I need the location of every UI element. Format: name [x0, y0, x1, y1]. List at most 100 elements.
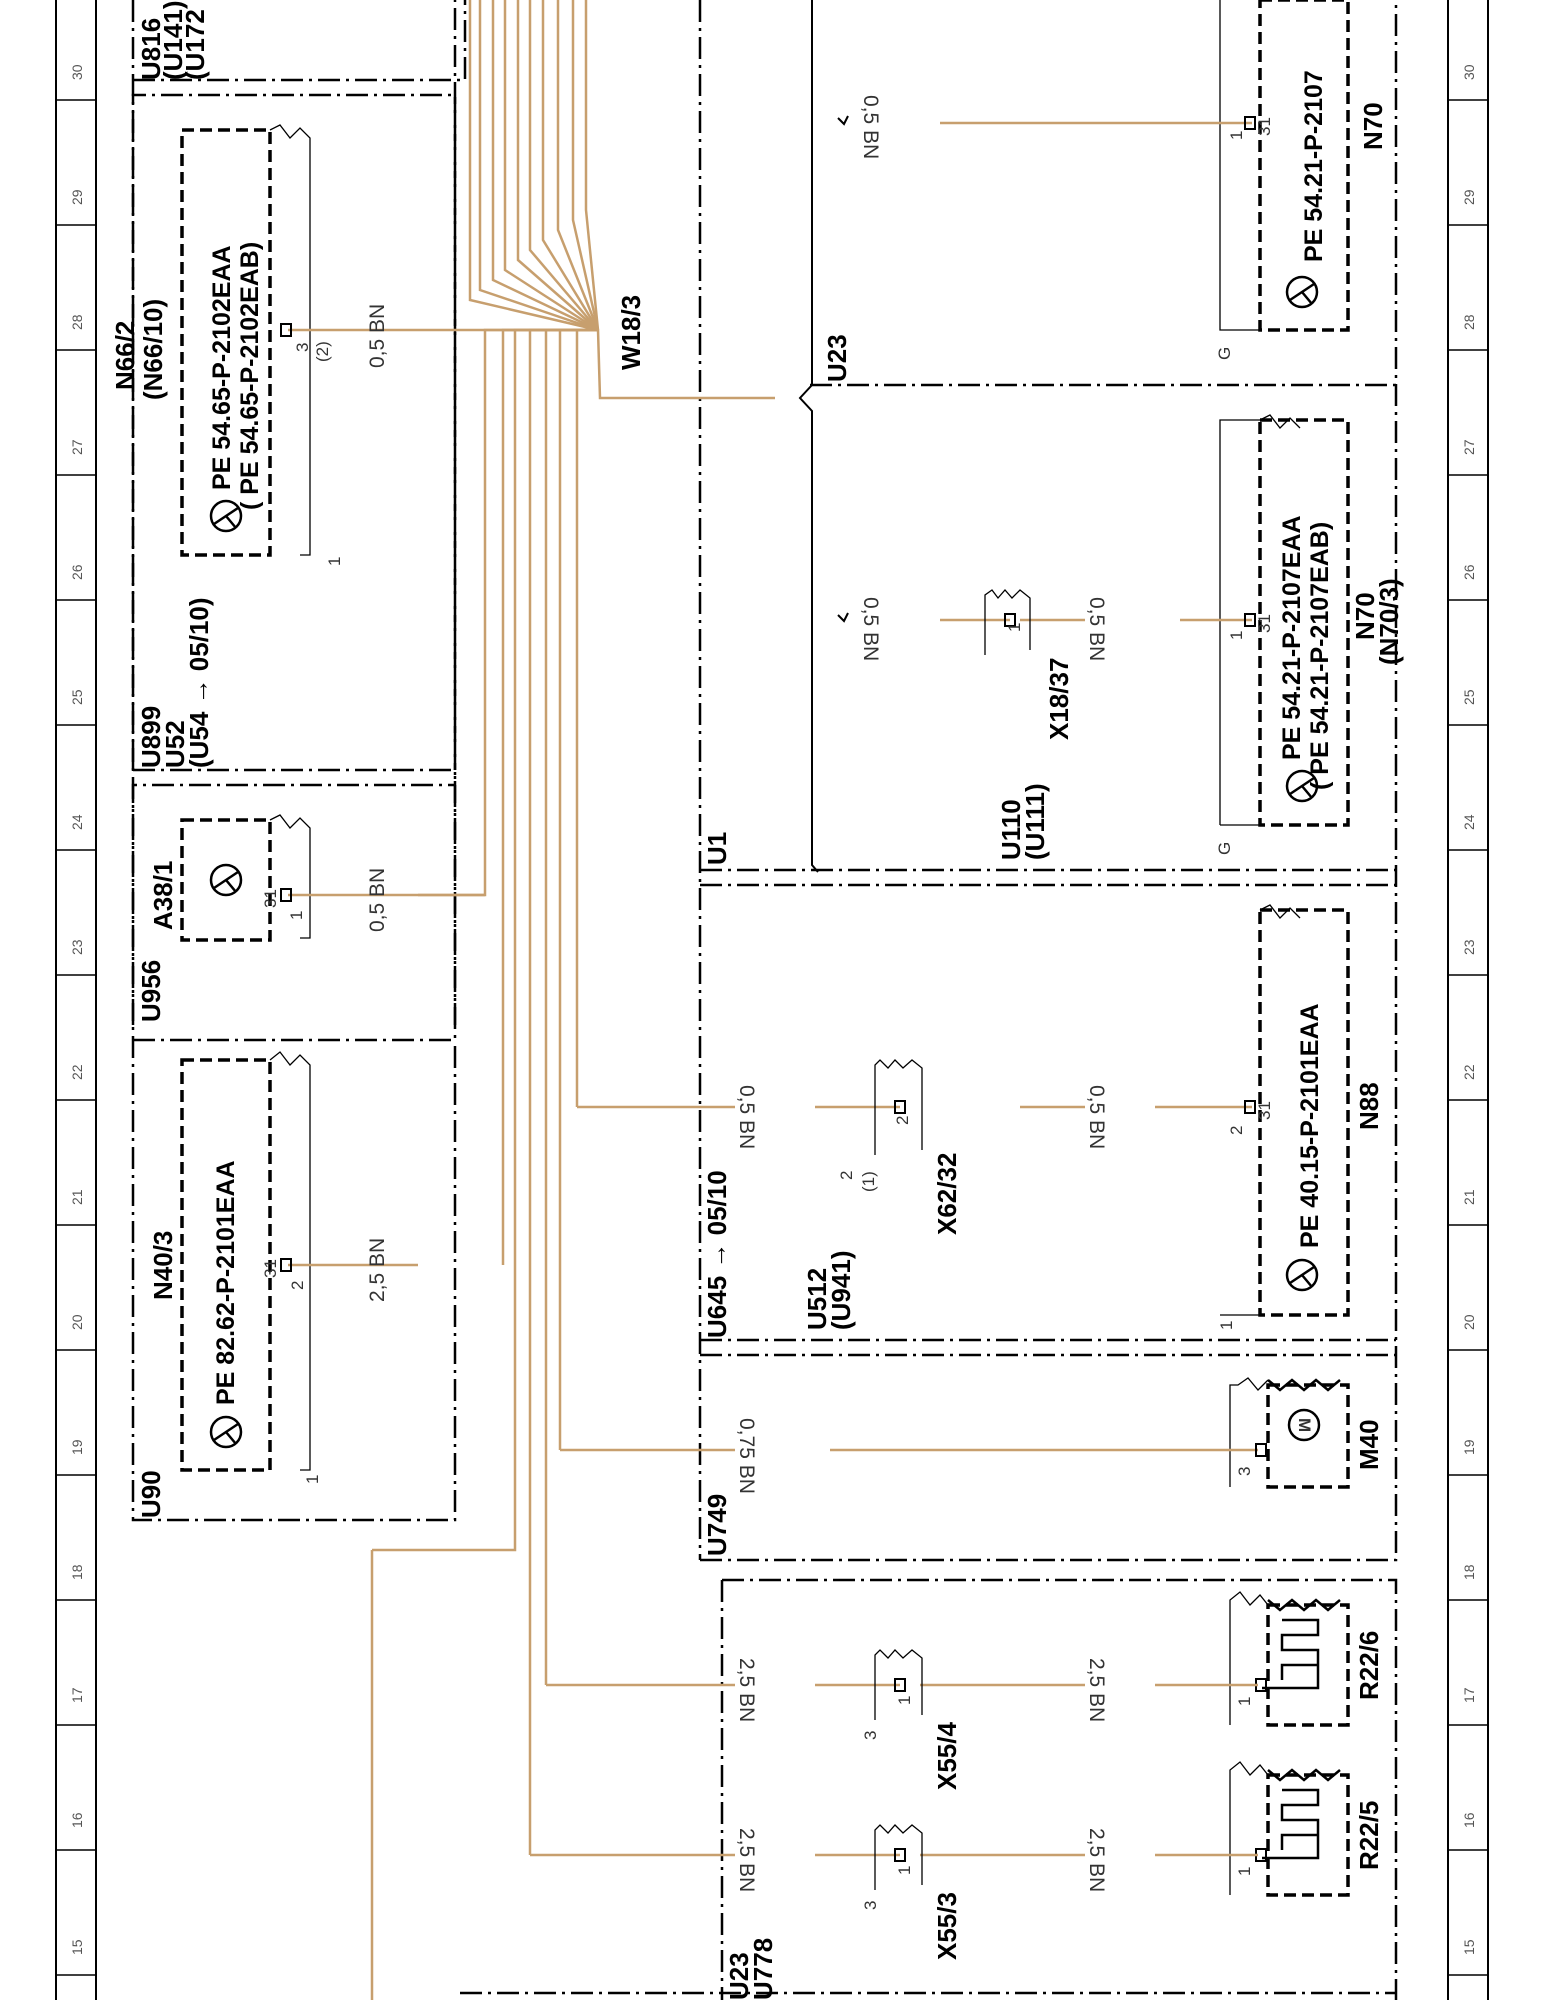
zone-label: U52	[160, 720, 190, 768]
a38-1-wire-label: 0,5 BN	[366, 868, 389, 932]
m40-motor-symbol: M	[1295, 1418, 1314, 1432]
n70-3-pin-1: 1	[1227, 631, 1246, 640]
col-num-right: 25	[1461, 689, 1477, 705]
x62-32-label: X62/32	[932, 1153, 962, 1235]
n70-top-wire-label: 0,5 BN	[859, 95, 882, 159]
r22-5-wire-left-label: 2,5 BN	[735, 1828, 758, 1892]
zone-label: U956	[136, 960, 166, 1022]
n70-top-ref: PE 54.21-P-2107	[1300, 70, 1328, 262]
zone-label: (U141)	[158, 1, 188, 80]
r22-6-wire-left-label: 2,5 BN	[735, 1658, 758, 1722]
m40-wire-label: 0,75 BN	[735, 1418, 758, 1494]
x18-37-connector: 1 X18/37	[984, 589, 1074, 740]
n88-wire-right-label: 0,5 BN	[1085, 1085, 1108, 1149]
zone-label: (U941)	[826, 1251, 856, 1330]
m40-label: M40	[1354, 1419, 1384, 1470]
u1-brace	[798, 0, 819, 873]
n70-3-pin-31: 31	[1255, 614, 1274, 633]
x55-4-pin-3: 3	[861, 1731, 880, 1740]
n66-2-pin-1: 1	[325, 557, 344, 566]
r22-6-label: R22/6	[1354, 1631, 1384, 1700]
n88-wire-left-label: 0,5 BN	[735, 1085, 758, 1149]
zone-label: U23	[822, 334, 852, 382]
col-num-right: 19	[1461, 1439, 1477, 1455]
col-num-left: 24	[69, 814, 85, 830]
n70-3-ref: PE 54.21-P-2107EAA	[1278, 515, 1306, 760]
n88-pin-31: 31	[1255, 1101, 1274, 1120]
n66-2-pin-2: (2)	[313, 341, 332, 362]
zone-label: U23	[724, 1952, 754, 2000]
w18-3-label: W18/3	[616, 295, 646, 370]
col-num-right: 27	[1461, 439, 1477, 455]
r22-6-wire-right-label: 2,5 BN	[1085, 1658, 1108, 1722]
n40-3-pin-31: 31	[261, 1259, 280, 1278]
a38-1-label: A38/1	[148, 861, 178, 930]
n66-2-ref: PE 54.65-P-2102EAA	[208, 245, 236, 490]
zone-label: (U54 → 05/10)	[184, 597, 214, 768]
col-num-right: 22	[1461, 1064, 1477, 1080]
x62-32-pin-1: (1)	[859, 1171, 878, 1192]
col-num-left: 30	[69, 64, 85, 80]
x55-4-pin-1: 1	[895, 1696, 914, 1705]
zone-label: U816	[136, 18, 166, 80]
n70-3-component: PE 54.21-P-2107EAA ( PE 54.21-P-2107EAB)…	[837, 414, 1404, 855]
n66-2-label-alt: (N66/10)	[138, 299, 168, 400]
col-num-left: 28	[69, 314, 85, 330]
zone-label: (U172	[180, 9, 210, 80]
x62-32-connector: 2 2 (1) X62/32	[837, 1059, 962, 1235]
n40-3-label: N40/3	[148, 1231, 178, 1300]
zone-label: U512	[802, 1268, 832, 1330]
x55-4-connector: 1 3 X55/4	[861, 1649, 962, 1790]
n40-3-pin-1: 1	[303, 1475, 322, 1484]
n66-2-wire-label: 0,5 BN	[366, 304, 389, 368]
r22-5-wire-right-label: 2,5 BN	[1085, 1828, 1108, 1892]
r22-6-component: R22/6 1 2,5 BN 2,5 BN	[546, 1591, 1384, 1727]
x55-4-label: X55/4	[932, 1722, 962, 1790]
m40-pin-3: 3	[1235, 1467, 1254, 1476]
a38-1-component: A38/1 31 1 0,5 BN	[148, 814, 485, 942]
col-num-right: 17	[1461, 1687, 1477, 1703]
n40-3-component: PE 82.62-P-2101EAA N40/3 31 2 1 2,5 BN	[148, 1051, 418, 1484]
n70-3-ref-alt: ( PE 54.21-P-2107EAB)	[1306, 522, 1334, 790]
x55-3-pin-3: 3	[861, 1901, 880, 1910]
zone-boundaries	[131, 0, 1398, 2000]
n70-3-wire-right-label: 0,5 BN	[1085, 597, 1108, 661]
col-num-left: 15	[69, 1939, 85, 1955]
col-num-left: 21	[69, 1189, 85, 1205]
col-num-left: 25	[69, 689, 85, 705]
n70-top-pin-31: 31	[1255, 117, 1274, 136]
n66-2-ref-alt: ( PE 54.65-P-2102EAB)	[236, 242, 264, 510]
n70-3-label-alt: (N70/3)	[1374, 578, 1404, 665]
zone-label: U899	[136, 706, 166, 768]
zone-label: (U111)	[1020, 783, 1050, 860]
col-num-right: 18	[1461, 1564, 1477, 1580]
col-num-left: 29	[69, 189, 85, 205]
grid-frame	[55, 0, 1489, 2000]
x18-37-pin: 1	[1005, 623, 1024, 632]
grid-column-numbers: 15 16 17 18 19 20 21 22 23 24 25 26 27 2…	[69, 64, 1477, 1955]
col-num-right: 24	[1461, 814, 1477, 830]
r22-5-pin-1: 1	[1235, 1867, 1254, 1876]
col-num-left: 23	[69, 939, 85, 955]
n88-label: N88	[1354, 1082, 1384, 1130]
n70-3-ground: G	[1215, 842, 1234, 855]
col-num-right: 15	[1461, 1939, 1477, 1955]
col-num-right: 20	[1461, 1314, 1477, 1330]
x62-32-pin-2: 2	[893, 1116, 912, 1125]
w18-3-bundle: W18/3	[370, 0, 775, 2000]
x55-3-connector: 1 3 X55/3	[861, 1824, 962, 1960]
n88-ref: PE 40.15-P-2101EAA	[1296, 1003, 1324, 1248]
n70-top-ground: G	[1215, 347, 1234, 360]
n40-3-wire-label: 2,5 BN	[366, 1238, 389, 1302]
n40-3-ref: PE 82.62-P-2101EAA	[212, 1160, 240, 1405]
zone-labels: U816 (U141) (U172 U90 U956 U899 U52 (U54…	[136, 1, 1050, 2000]
col-num-left: 19	[69, 1439, 85, 1455]
zone-label: U749	[702, 1494, 732, 1556]
n70-top-component: PE 54.21-P-2107 N70 31 1 G 0,5 BN	[837, 0, 1388, 360]
col-num-right: 21	[1461, 1189, 1477, 1205]
col-num-right: 16	[1461, 1812, 1477, 1828]
n70-3-wire-left-label: 0,5 BN	[859, 597, 882, 661]
n88-pin-1: 1	[1217, 1321, 1236, 1330]
x55-3-pin-1: 1	[895, 1866, 914, 1875]
